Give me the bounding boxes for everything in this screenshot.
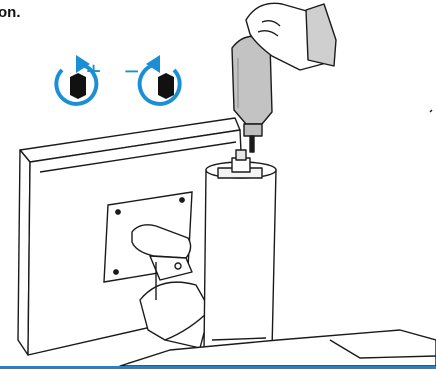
plus-symbol: + — [86, 56, 101, 86]
stray-mark — [430, 110, 432, 112]
stand-column — [204, 150, 276, 352]
rotate-clockwise-plus-icon: + — [56, 55, 101, 104]
minus-symbol: − — [124, 56, 139, 86]
rotate-counterclockwise-minus-icon: − — [124, 55, 180, 104]
